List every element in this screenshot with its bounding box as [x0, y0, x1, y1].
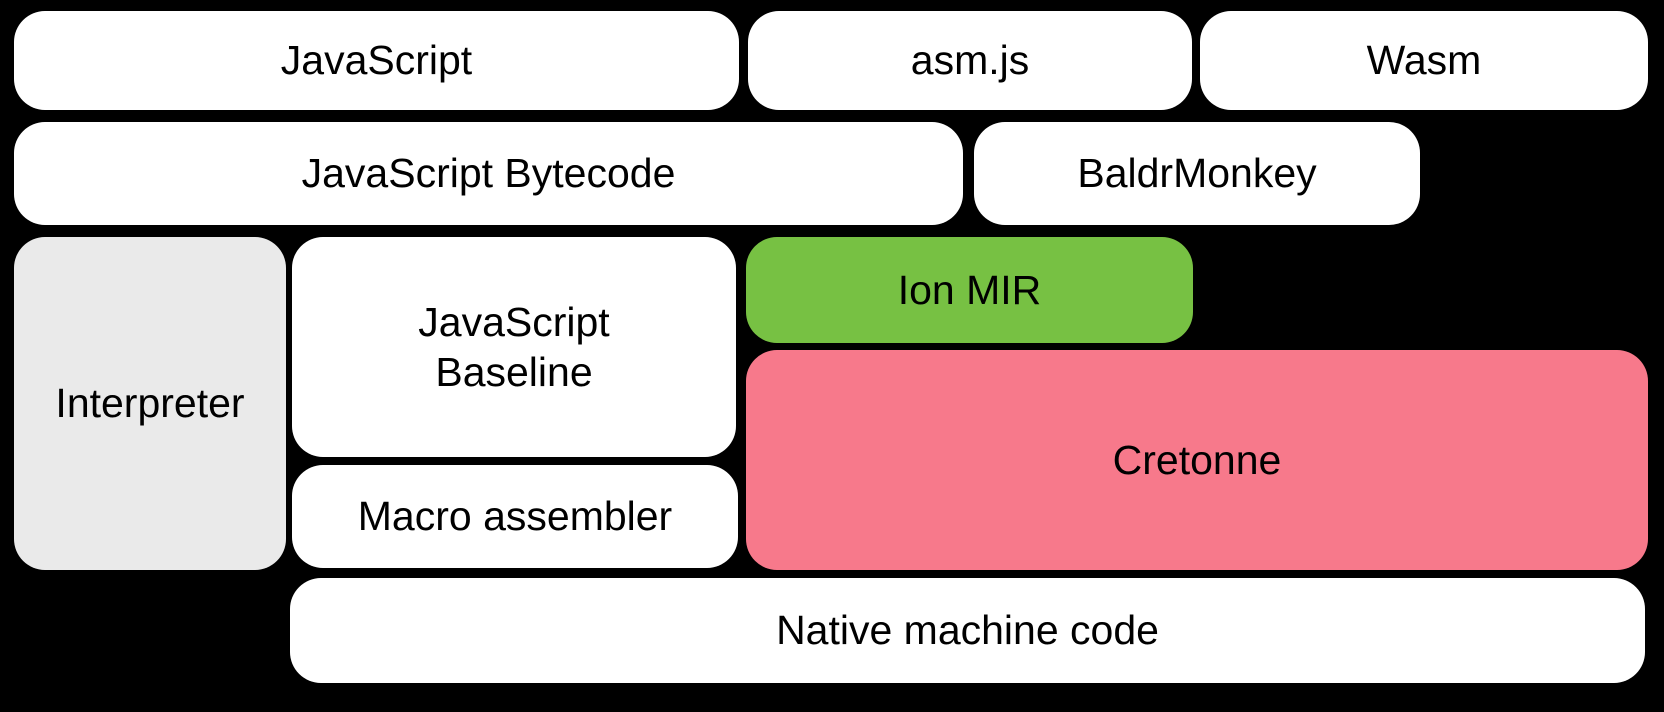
box-asmjs: asm.js — [748, 11, 1192, 110]
box-ion-mir-label: Ion MIR — [897, 266, 1042, 313]
box-interpreter: Interpreter — [14, 237, 286, 570]
box-baldrmonkey: BaldrMonkey — [974, 122, 1420, 225]
box-javascript: JavaScript — [14, 11, 739, 110]
box-macro-assembler-label: Macro assembler — [357, 493, 673, 540]
box-javascript-baseline-label: JavaScript Baseline — [418, 298, 610, 395]
box-javascript-bytecode: JavaScript Bytecode — [14, 122, 963, 225]
box-javascript-baseline: JavaScript Baseline — [292, 237, 736, 457]
box-cretonne-label: Cretonne — [1112, 436, 1282, 483]
box-baldrmonkey-label: BaldrMonkey — [1077, 150, 1317, 197]
box-ion-mir: Ion MIR — [746, 237, 1193, 343]
box-native-machine-code: Native machine code — [290, 578, 1645, 683]
box-wasm: Wasm — [1200, 11, 1648, 110]
box-asmjs-label: asm.js — [910, 37, 1030, 84]
box-interpreter-label: Interpreter — [55, 380, 245, 427]
box-native-machine-code-label: Native machine code — [776, 607, 1159, 654]
box-wasm-label: Wasm — [1366, 37, 1482, 84]
box-cretonne: Cretonne — [746, 350, 1648, 570]
box-javascript-bytecode-label: JavaScript Bytecode — [301, 150, 676, 197]
box-macro-assembler: Macro assembler — [292, 465, 738, 568]
box-javascript-label: JavaScript — [280, 37, 473, 84]
